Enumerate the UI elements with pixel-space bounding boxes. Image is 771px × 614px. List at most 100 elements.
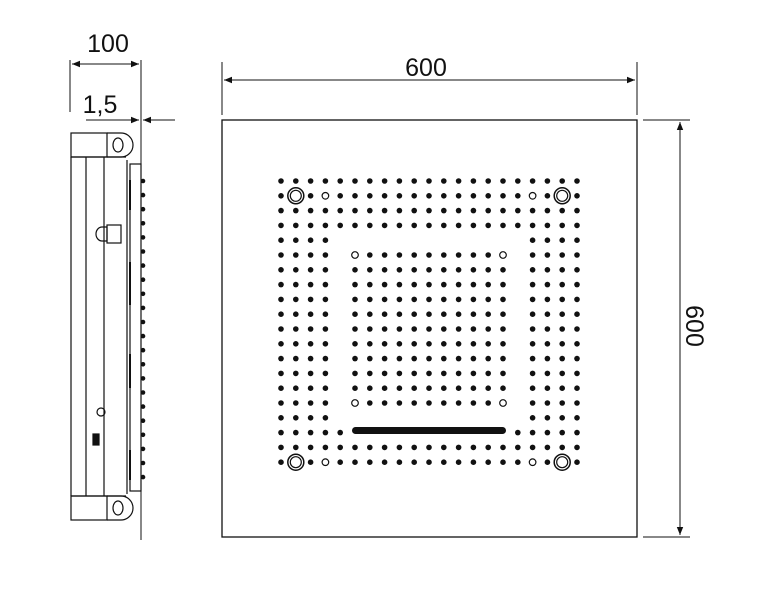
nozzle-dot <box>293 178 299 184</box>
nozzle-dot <box>278 296 284 303</box>
nozzle-dot <box>381 385 388 392</box>
nozzle-dot <box>396 267 403 273</box>
nozzle-dot <box>515 429 521 436</box>
nozzle-dot <box>544 341 551 347</box>
nozzle-dot <box>307 267 314 273</box>
nozzle-dot <box>293 296 299 303</box>
nozzle-dot <box>367 222 373 229</box>
nozzle-dot <box>574 444 580 451</box>
nozzle-dot <box>500 385 506 392</box>
nozzle-dot <box>278 415 284 421</box>
nozzle-dot <box>485 326 492 332</box>
nozzle-dot <box>485 400 492 406</box>
open-nozzle <box>351 251 359 259</box>
nozzle-dot <box>455 222 462 229</box>
nozzle-dot <box>307 459 314 466</box>
nozzle-dot <box>485 207 492 214</box>
nozzle-dot <box>411 370 418 377</box>
nozzle-dot <box>396 207 403 214</box>
nozzle-dot <box>529 326 536 332</box>
nozzle-dot <box>396 385 403 392</box>
nozzle-dot <box>307 207 314 214</box>
nozzle-dot <box>455 355 462 362</box>
nozzle-dot <box>515 444 521 451</box>
nozzle-dot <box>307 429 314 436</box>
nozzle-dot <box>352 193 358 199</box>
nozzle-dot <box>322 267 329 273</box>
nozzle-dot <box>322 311 329 318</box>
nozzle-dot <box>470 385 477 392</box>
nozzle-dot <box>278 444 284 451</box>
nozzle-dot <box>441 193 447 199</box>
nozzle-dot <box>529 311 536 318</box>
nozzle-dot <box>381 444 388 451</box>
nozzle-dot <box>381 193 388 199</box>
nozzle-dot <box>381 267 388 273</box>
nozzle-dot <box>367 193 373 199</box>
nozzle-dot <box>396 341 403 347</box>
nozzle-dot <box>322 207 329 214</box>
nozzle-dot <box>367 370 373 377</box>
nozzle-dot <box>278 207 284 214</box>
side-nozzle-dot <box>140 263 146 268</box>
nozzle-dot <box>455 311 462 318</box>
nozzle-dot <box>381 311 388 318</box>
nozzle-dot <box>322 341 329 347</box>
open-nozzle <box>499 251 507 259</box>
nozzle-dot <box>278 326 284 332</box>
nozzle-dot <box>500 207 506 214</box>
nozzle-dot <box>293 341 299 347</box>
nozzle-dot <box>574 193 580 199</box>
nozzle-dot <box>574 459 580 466</box>
nozzle-dot <box>307 222 314 229</box>
nozzle-dot <box>559 311 565 318</box>
nozzle-dot <box>337 178 344 184</box>
nozzle-dot <box>441 178 447 184</box>
nozzle-dot <box>293 326 299 332</box>
nozzle-dot <box>411 193 418 199</box>
nozzle-dot <box>470 267 477 273</box>
nozzle-dot <box>544 252 551 258</box>
nozzle-dot <box>411 459 418 466</box>
nozzle-dot <box>396 311 403 318</box>
nozzle-dot <box>322 237 329 243</box>
nozzle-dot <box>426 355 432 362</box>
nozzle-dot <box>485 311 492 318</box>
nozzle-dot <box>307 178 314 184</box>
nozzle-dot <box>455 252 462 258</box>
nozzle-dot <box>411 281 418 288</box>
nozzle-dot <box>574 326 580 332</box>
nozzle-dot <box>411 355 418 362</box>
mounting-screw-inner <box>556 189 569 202</box>
nozzle-dot <box>470 370 477 377</box>
nozzle-dot <box>293 252 299 258</box>
nozzle-dot <box>455 341 462 347</box>
nozzle-dot <box>500 370 506 377</box>
nozzle-dot <box>307 444 314 451</box>
nozzle-dot <box>574 385 580 392</box>
nozzle-dot <box>367 252 373 258</box>
nozzle-dot <box>544 222 551 229</box>
nozzle-dot <box>352 355 358 362</box>
nozzle-dot <box>470 178 477 184</box>
nozzle-grid <box>278 178 580 471</box>
nozzle-dot <box>529 355 536 362</box>
side-nozzle-dot <box>140 333 146 339</box>
nozzle-dot <box>381 296 388 303</box>
nozzle-dot <box>352 296 358 303</box>
nozzle-dot <box>367 341 373 347</box>
nozzle-dot <box>322 415 329 421</box>
nozzle-dot <box>278 311 284 318</box>
nozzle-dot <box>352 341 358 347</box>
nozzle-dot <box>529 385 536 392</box>
side-nozzle-dot <box>140 347 146 353</box>
nozzle-dot <box>367 178 373 184</box>
nozzle-dot <box>455 207 462 214</box>
nozzle-dot <box>278 400 284 406</box>
nozzle-dot <box>529 296 536 303</box>
nozzle-dot <box>470 252 477 258</box>
nozzle-dot <box>426 444 432 451</box>
nozzle-dot <box>500 444 506 451</box>
nozzle-dot <box>500 459 506 466</box>
nozzle-dot <box>544 237 551 243</box>
